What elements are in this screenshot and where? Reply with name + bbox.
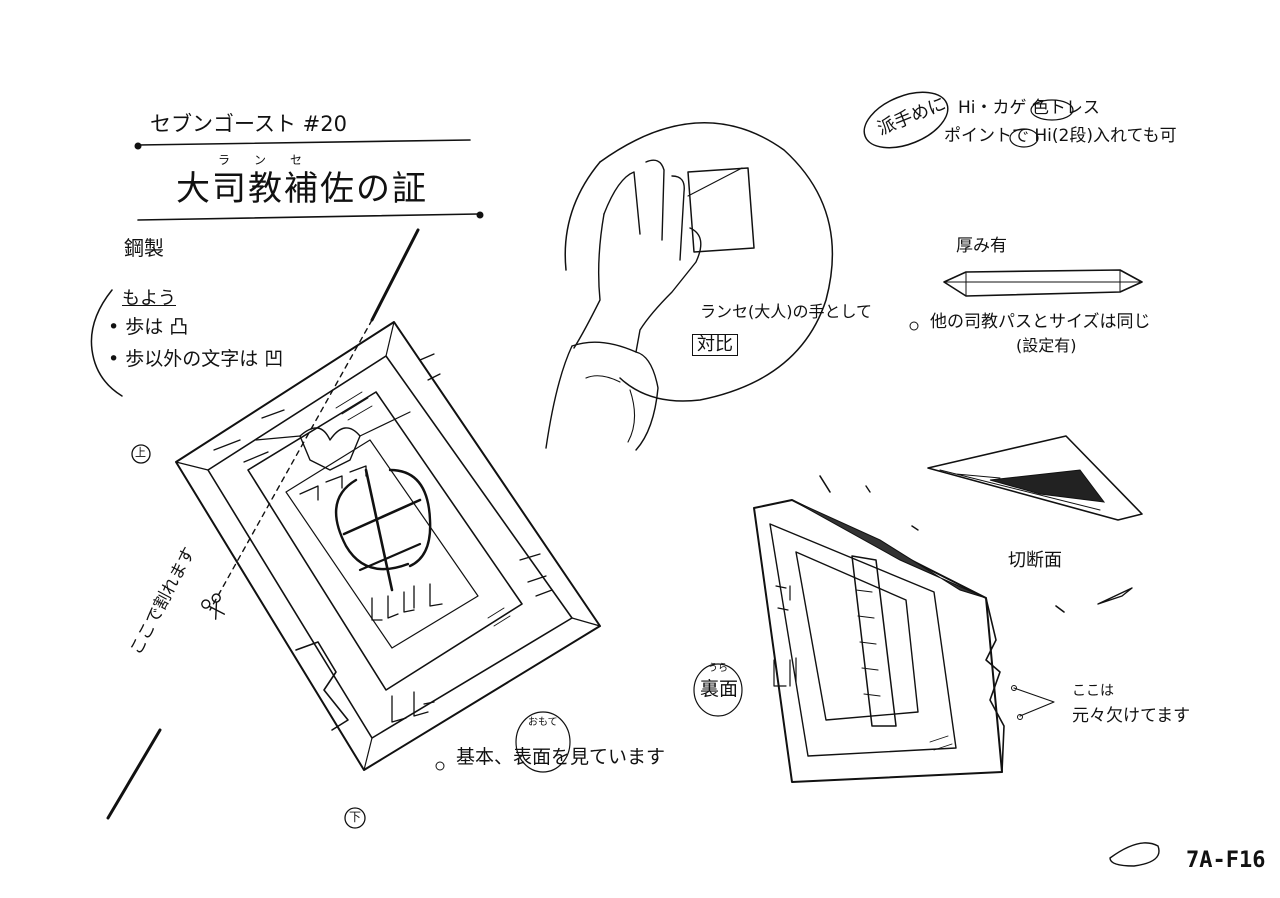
bottom-marker-icon [344,807,366,829]
notes-bracket [90,289,123,397]
thickness-profile [943,269,1143,297]
broken-fragments [819,475,1133,613]
hand-reference [545,121,834,451]
pattern-heading: もよう [122,288,176,309]
sheet-id: 7A-F16 [1186,848,1266,873]
front-badge [175,321,601,771]
front-note: 基本、表面を見ています [456,746,666,768]
top-marker-label: 上 [135,446,146,459]
thickness-label: 厚み有 [956,236,1007,256]
missing-note-1: ここは [1072,683,1114,699]
bottom-marker-label: 下 [349,810,362,824]
hand-note-2: 対比 [692,334,738,356]
section-label: 切断面 [1008,550,1062,571]
series-label: セブンゴースト #20 [150,112,347,136]
cut-line [106,228,420,820]
hand-note-1: ランセ(大人)の手として [700,302,873,321]
page-title: 大司教補佐の証 [176,169,428,209]
color-note-badge [863,91,949,149]
title-rules [134,139,484,221]
cross-section [927,435,1143,521]
scissors-icon [201,593,226,620]
pattern-item-1: • 歩は 凸 [108,316,189,338]
thickness-note-1: 他の司教パスとサイズは同じ [930,312,1151,332]
color-note-2: ポイントで Hi(2段)入れても可 [944,126,1177,146]
color-note-1: Hi・カゲ 色トレス [958,98,1100,118]
missing-note-2: 元々欠けてます [1072,706,1191,726]
back-label-ruby: うら [708,663,728,674]
missing-note-leaders [1011,685,1055,720]
front-note-ruby: おもて [528,717,558,728]
signature [1109,842,1160,867]
thickness-note-2: (設定有) [1016,336,1077,355]
back-badge [753,499,1005,783]
top-marker-icon [131,444,151,464]
title-ruby: ランセ [218,153,327,167]
material-label: 鋼製 [124,236,164,260]
back-label: 裏面 [700,678,739,700]
pattern-item-2: • 歩以外の文字は 凹 [108,348,284,370]
